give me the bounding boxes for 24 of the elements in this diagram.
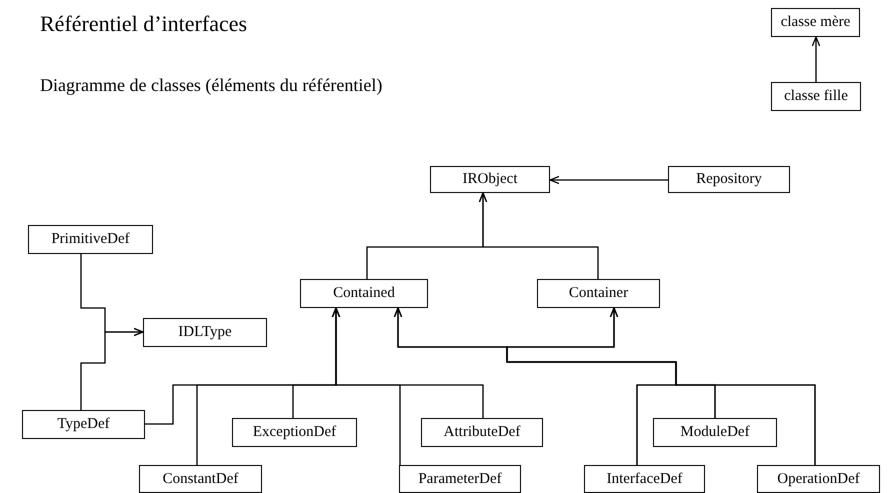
class-box: PrimitiveDef xyxy=(28,225,153,254)
inheritance-arrow xyxy=(332,307,484,418)
class-box: AttributeDef xyxy=(421,418,543,447)
class-box: ConstantDef xyxy=(139,465,262,493)
class-box: ExceptionDef xyxy=(232,418,357,447)
class-box: IRObject xyxy=(430,166,550,193)
class-box: Contained xyxy=(300,279,428,308)
diagram-title: Référentiel d’interfaces xyxy=(40,10,248,38)
class-box: classe mère xyxy=(771,8,860,37)
class-box: ParameterDef xyxy=(399,465,521,493)
class-box: TypeDef xyxy=(22,410,145,439)
class-box: OperationDef xyxy=(757,465,880,493)
class-box: ModuleDef xyxy=(653,418,777,447)
class-box: InterfaceDef xyxy=(584,465,705,493)
inheritance-arrow xyxy=(549,176,668,184)
inheritance-arrow xyxy=(80,328,144,410)
subtitle: Diagramme de classes (éléments du référentiel) xyxy=(40,74,382,96)
class-box: Container xyxy=(537,279,660,308)
class-box: classe fille xyxy=(771,82,861,111)
inheritance-arrow xyxy=(506,307,816,465)
inheritance-arrow xyxy=(478,192,599,279)
class-box: Repository xyxy=(668,166,790,193)
class-box: IDLType xyxy=(143,318,267,347)
inheritance-arrow xyxy=(812,36,820,82)
